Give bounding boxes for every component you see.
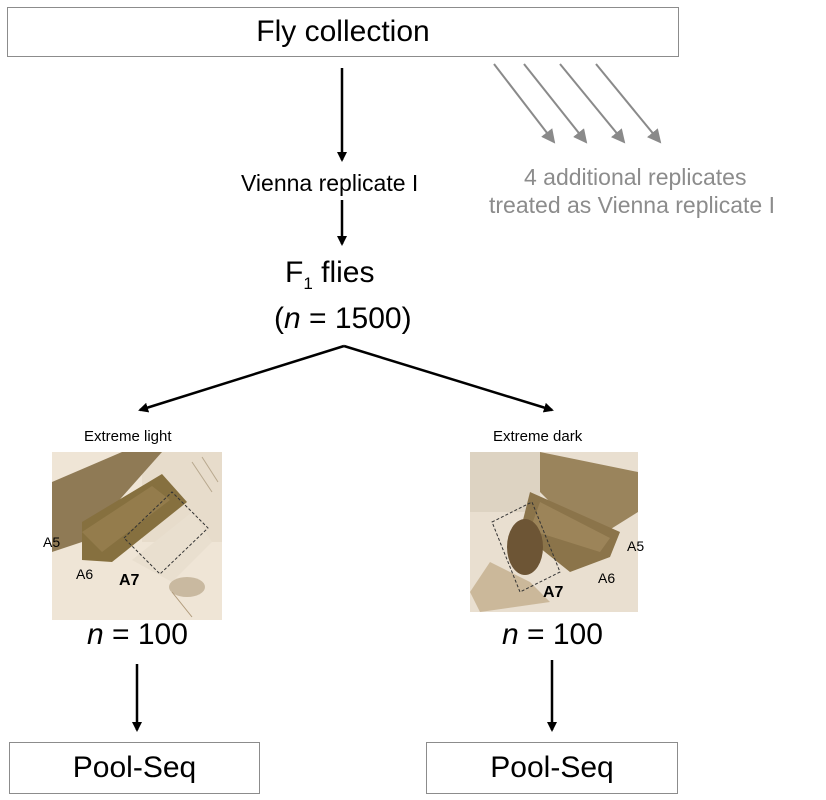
arrow-f1-to-dark: [343, 344, 554, 413]
f1-count: (n = 1500): [274, 302, 412, 336]
extreme-light-photo: [52, 452, 222, 620]
f1-n-italic: n: [284, 302, 301, 335]
left-label-a6: A6: [76, 566, 94, 582]
replicate-label: Vienna replicate I: [241, 170, 419, 196]
right-n-italic: n: [502, 618, 519, 651]
f1-prefix: F: [285, 256, 304, 289]
right-label-a7: A7: [543, 584, 564, 601]
right-label-a6: A6: [598, 570, 616, 586]
fly-collection-box: Fly collection: [7, 7, 679, 57]
right-poolseq-box: Pool-Seq: [426, 742, 678, 794]
left-poolseq-box: Pool-Seq: [9, 742, 260, 794]
f1-suffix: flies: [312, 256, 375, 289]
right-poolseq-label: Pool-Seq: [490, 751, 614, 784]
gray-arrow-4: [595, 63, 662, 144]
gray-arrow-3: [559, 63, 626, 144]
extreme-light-title: Extreme light: [84, 428, 172, 445]
extreme-dark-photo: [470, 452, 638, 612]
extreme-light-abdomen-image: [52, 452, 222, 620]
left-poolseq-label: Pool-Seq: [72, 751, 197, 784]
extreme-dark-title: Extreme dark: [493, 428, 583, 445]
fly-collection-label: Fly collection: [256, 15, 430, 48]
gray-arrow-2: [523, 63, 588, 144]
left-label-a5: A5: [43, 534, 61, 550]
f1-count-rest: = 1500): [300, 302, 412, 335]
left-label-a7: A7: [119, 572, 140, 589]
right-count-value: = 100: [518, 618, 603, 651]
gray-arrow-1: [493, 63, 556, 144]
additional-replicates-line1: 4 additional replicates: [524, 164, 747, 190]
right-n-count: n = 100: [502, 618, 603, 652]
extreme-dark-abdomen-image: [470, 452, 638, 612]
additional-replicates-line2: treated as Vienna replicate I: [489, 192, 775, 218]
arrow-f1-to-light: [138, 344, 345, 413]
f1-count-open: (: [274, 302, 284, 335]
left-n-count: n = 100: [87, 618, 188, 652]
f1-subscript: 1: [303, 274, 313, 293]
right-label-a5: A5: [627, 538, 645, 554]
f1-flies-label: F1 flies: [285, 256, 374, 294]
left-count-value: = 100: [103, 618, 188, 651]
left-n-italic: n: [87, 618, 104, 651]
